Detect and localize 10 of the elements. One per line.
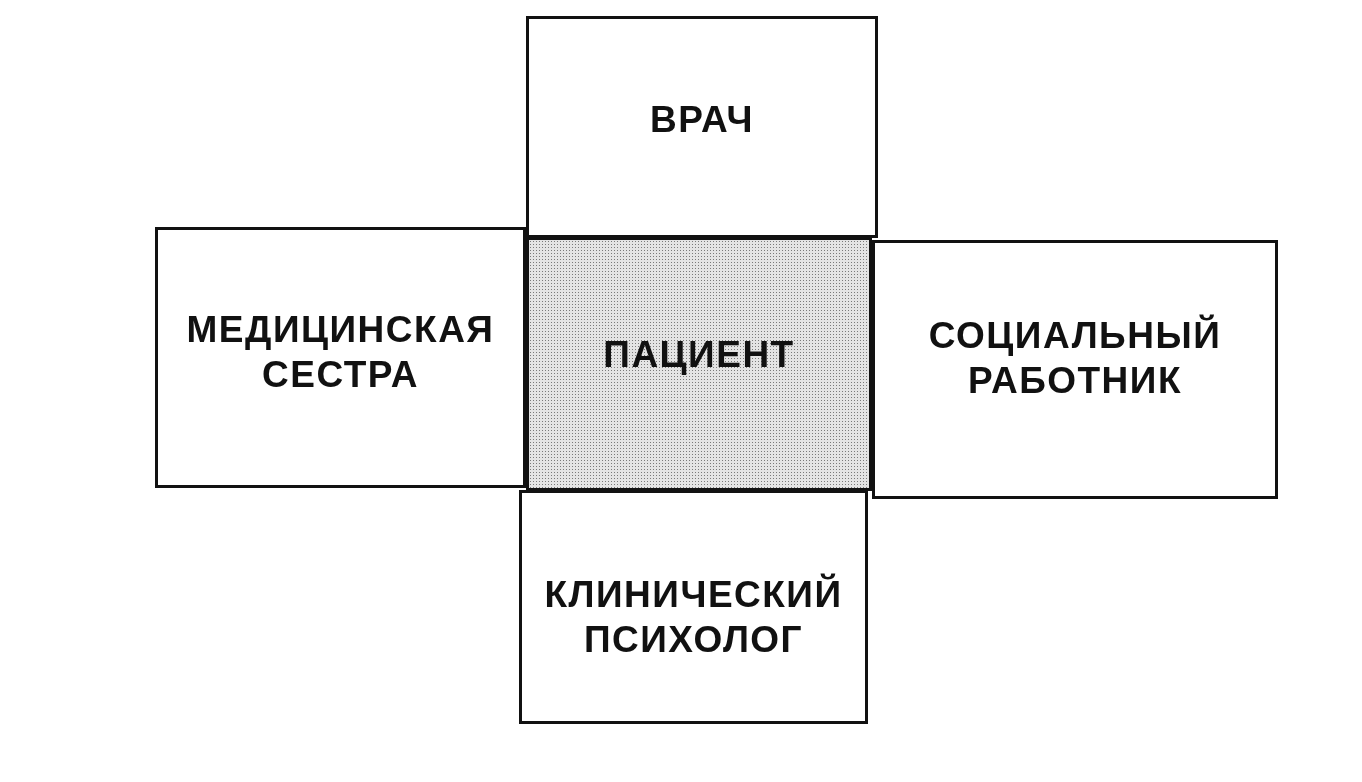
- role-box: [155, 227, 526, 488]
- role-box: [519, 490, 868, 724]
- patient-box: [526, 237, 872, 491]
- role-label: КЛИНИЧЕСКИЙ ПСИХОЛОГ: [543, 572, 844, 662]
- role-box: [526, 16, 878, 238]
- role-label: ПАЦИЕНТ: [603, 332, 795, 377]
- role-box: [872, 240, 1278, 499]
- role-label: МЕДИЦИНСКАЯ СЕСТРА: [185, 307, 496, 397]
- role-label: ВРАЧ: [649, 97, 754, 142]
- role-label: СОЦИАЛЬНЫЙ РАБОТНИК: [927, 313, 1223, 403]
